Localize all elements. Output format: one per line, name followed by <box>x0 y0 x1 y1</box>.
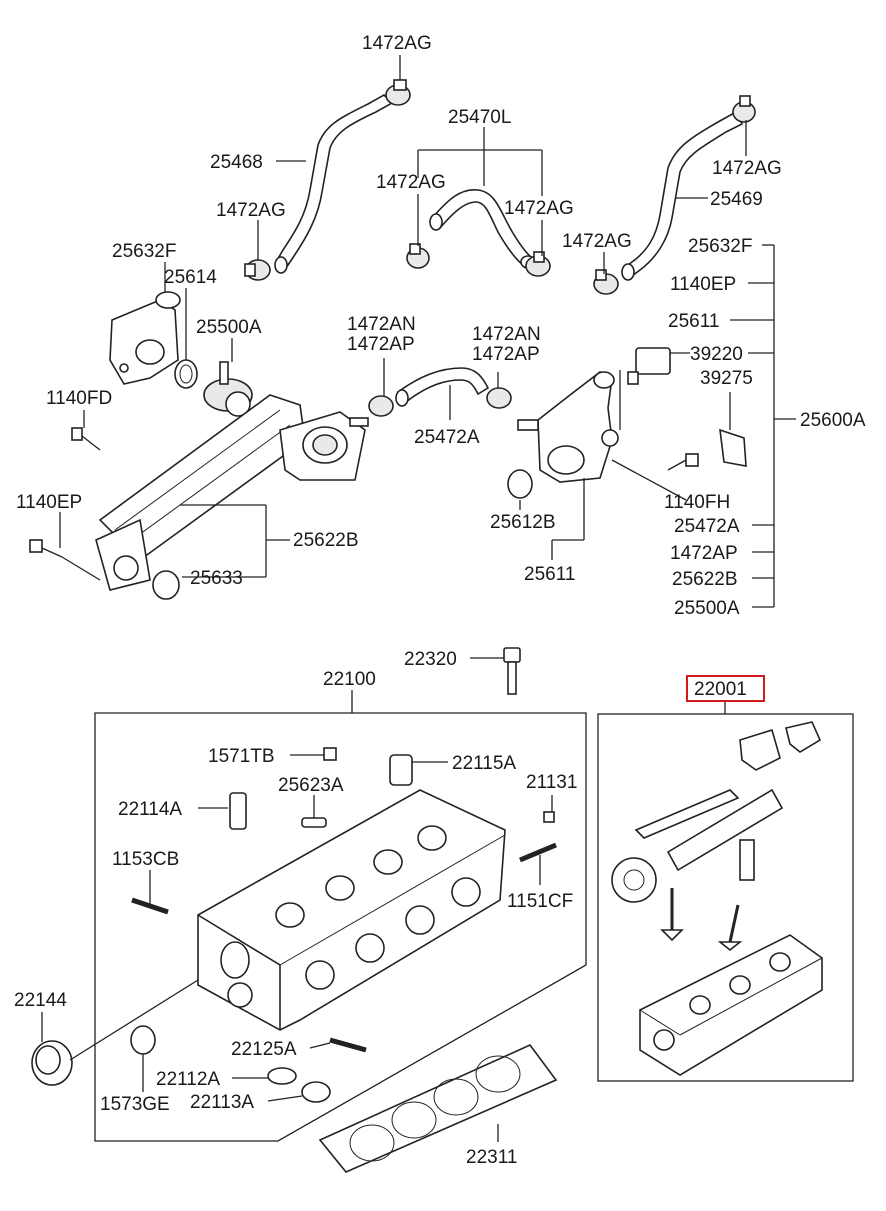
gasket-25612b <box>507 469 533 499</box>
label-1140ep: 1140EP <box>16 492 82 513</box>
clamp-1472ag-right-bottom <box>593 269 619 295</box>
label-1571tb: 1571TB <box>208 746 275 767</box>
label-25623a: 25623A <box>278 775 344 796</box>
stud-1153cb <box>131 897 169 915</box>
label-25611: 25611 <box>524 564 575 585</box>
gasket-22112a <box>267 1067 297 1085</box>
label-22112a: 22112A <box>156 1069 220 1090</box>
plug-21131 <box>543 811 555 823</box>
clamp-1472an-left <box>368 395 394 417</box>
label-25611: 25611 <box>668 311 719 332</box>
bolt-22320 <box>503 647 521 695</box>
seal-22144 <box>31 1040 73 1086</box>
plug-1571tb <box>323 747 337 761</box>
label-1472ag: 1472AG <box>562 231 632 252</box>
label-25632f: 25632F <box>112 241 176 262</box>
label-1472ap: 1472AP <box>472 344 540 365</box>
label-1140fd: 1140FD <box>46 388 112 409</box>
label-1140fh: 1140FH <box>664 492 730 513</box>
label-25600a: 25600A <box>800 410 866 431</box>
dowel-22115a <box>389 754 413 786</box>
clamp-1472ag-right-top <box>732 95 756 123</box>
label-1472ap: 1472AP <box>347 334 415 355</box>
label-22144: 22144 <box>14 990 67 1011</box>
cylinder-head-22100-frame <box>94 712 587 1142</box>
label-39220: 39220 <box>690 344 743 365</box>
clamp-1472an-right <box>486 387 512 409</box>
label-25472a: 25472A <box>674 516 740 537</box>
label-22113a: 22113A <box>190 1092 254 1113</box>
label-1472an: 1472AN <box>472 324 541 345</box>
seal-1573ge <box>130 1025 156 1055</box>
label-25622b: 25622B <box>672 569 738 590</box>
thermostat-25500a <box>203 361 253 417</box>
label-22320: 22320 <box>404 649 457 670</box>
label-1472ag: 1472AG <box>362 33 432 54</box>
label-25614: 25614 <box>164 267 217 288</box>
label-22311: 22311 <box>466 1147 517 1168</box>
label-1151cf: 1151CF <box>507 891 573 912</box>
label-25472a: 25472A <box>414 427 480 448</box>
label-1472ag: 1472AG <box>504 198 574 219</box>
label-25632f: 25632F <box>688 236 752 257</box>
clamp-1472ag-center-left <box>406 243 430 269</box>
label-22114a: 22114A <box>118 799 182 820</box>
label-25500a: 25500A <box>674 598 740 619</box>
label-22115a: 22115A <box>452 753 516 774</box>
clamp-1472ag-top <box>385 79 411 106</box>
stud-1151cf <box>519 842 557 863</box>
clamp-1472ag-left <box>244 259 271 281</box>
label-1472ap: 1472AP <box>670 543 738 564</box>
gasket-22113a <box>301 1081 331 1103</box>
cylinder-head-body <box>197 789 506 1031</box>
leader-lines-upper <box>59 55 796 608</box>
label-25468: 25468 <box>210 152 263 173</box>
clamp-1472ag-center-right <box>525 251 551 277</box>
label-1472ag: 1472AG <box>216 200 286 221</box>
label-22100: 22100 <box>323 669 376 690</box>
water-pipe-25622b <box>95 394 369 591</box>
label-25612b: 25612B <box>490 512 556 533</box>
bolt-1140fd <box>71 427 101 451</box>
label-1140ep: 1140EP <box>670 274 736 295</box>
hose-25469 <box>621 110 744 281</box>
sensor-39220 <box>627 347 671 385</box>
label-25500a: 25500A <box>196 317 262 338</box>
label-25470l: 25470L <box>448 107 511 128</box>
water-outlet-housing-25611 <box>517 371 619 483</box>
label-1472an: 1472AN <box>347 314 416 335</box>
label-25622b: 25622B <box>293 530 359 551</box>
label-25469: 25469 <box>710 189 763 210</box>
head-gasket-22311 <box>318 1044 558 1173</box>
part-22001-highlight <box>686 675 765 702</box>
hose-25472a <box>395 367 490 407</box>
dowel-25623a <box>301 817 327 828</box>
sleeve-22114a <box>229 792 247 830</box>
label-25633: 25633 <box>190 568 243 589</box>
part-labels: 1472AG 25468 1472AG 25470L 1472AG 1472AG… <box>14 33 866 1168</box>
thermostat-housing-25632f <box>109 291 181 385</box>
clip-39275 <box>719 428 747 467</box>
label-1153cb: 1153CB <box>112 849 179 870</box>
label-1472ag: 1472AG <box>712 158 782 179</box>
gasket-25614 <box>174 359 198 389</box>
hose-25468 <box>274 94 394 274</box>
sub-assembly-parts <box>611 721 823 1076</box>
label-22125a: 22125A <box>231 1039 297 1060</box>
oring-25633 <box>152 570 180 600</box>
label-1573ge: 1573GE <box>100 1094 170 1115</box>
leader-lines-lower <box>41 754 553 1142</box>
label-22001: 22001 <box>694 679 747 700</box>
stud-22125a <box>329 1037 367 1053</box>
bolt-1140ep-left <box>29 539 63 558</box>
label-1472ag: 1472AG <box>376 172 446 193</box>
label-21131: 21131 <box>526 772 577 793</box>
label-39275: 39275 <box>700 368 753 389</box>
bolt-1140fh <box>667 453 699 471</box>
